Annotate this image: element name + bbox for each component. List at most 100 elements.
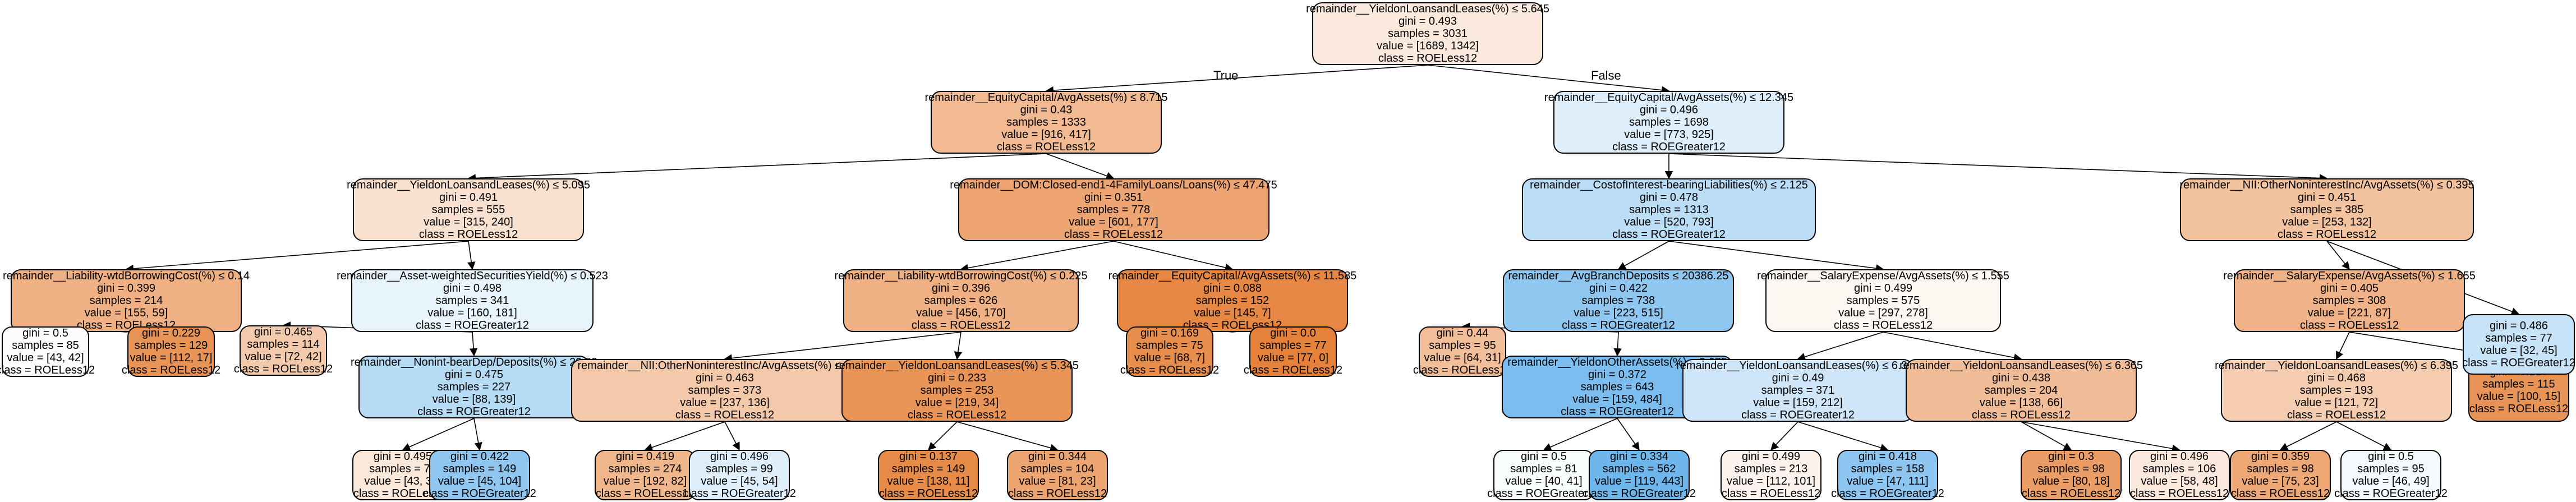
node-split-condition: remainder__YieldonLoansandLeases(%) ≤ 6.… [2215,360,2458,372]
tree-edge [954,331,962,360]
node-value: value = [138, 66] [1979,397,2063,409]
split-node: remainder__SalaryExpense/AvgAssets(%) ≤ … [2223,269,2476,332]
node-class: class = ROELess12 [0,364,95,376]
node-gini: gini = 0.344 [1028,450,1087,463]
tree-edge [1668,153,2328,182]
node-gini: gini = 0.351 [1084,191,1143,204]
node-value: value = [297, 278] [1838,307,1928,319]
node-split-condition: remainder__CostofInterest-bearingLiabili… [1530,179,1808,191]
node-value: value = [64, 31] [1424,352,1501,364]
node-class: class = ROEGreater12 [1583,487,1696,500]
node-samples: samples = 158 [1851,463,1925,475]
node-value: value = [155, 59] [84,307,168,319]
tree-edge [1046,153,1115,180]
node-gini: gini = 0.399 [97,282,155,294]
node-value: value = [43, 42] [7,352,84,364]
node-value: value = [1689, 1342] [1377,40,1479,52]
node-class: class = ROEGreater12 [1831,487,1944,500]
node-value: value = [160, 181] [427,307,517,319]
node-samples: samples = 3031 [1388,27,1468,40]
split-node: remainder__NII:OtherNoninterestInc/AvgAs… [2179,178,2474,241]
node-class: class = ROEGreater12 [1487,487,1600,500]
node-class: class = ROELess12 [2230,487,2330,500]
tree-edge [1668,241,1884,273]
node-samples: samples = 114 [247,338,320,351]
node-class: class = ROELess12 [418,228,518,241]
node-class: class = ROELess12 [1120,364,1220,376]
tree-edge [2279,421,2337,450]
node-samples: samples = 99 [706,463,773,475]
node-gini: gini = 0.496 [2150,450,2209,463]
node-split-condition: remainder__Asset-weightedSecuritiesYield… [337,270,608,282]
node-gini: gini = 0.0 [1270,327,1316,339]
node-value: value = [32, 45] [2480,344,2557,357]
node-samples: samples = 129 [134,339,208,352]
node-samples: samples = 562 [1602,463,1676,475]
node-class: class = ROELess12 [1833,319,1933,331]
tree-edge [469,331,478,357]
node-split-condition: remainder__YieldonLoansandLeases(%) ≤ 6.… [1676,360,1920,372]
node-gini: gini = 0.465 [254,326,312,338]
node-samples: samples = 308 [2312,294,2386,307]
node-class: class = ROEGreater12 [416,319,529,331]
node-value: value = [45, 54] [701,475,778,487]
node-class: class = ROELess12 [911,319,1011,331]
node-value: value = [112, 101] [1726,475,1816,487]
node-value: value = [45, 104] [438,475,522,487]
node-split-condition: remainder__EquityCapital/AvgAssets(%) ≤ … [924,91,1168,104]
split-node: remainder__Liability-wtdBorrowingCost(%)… [3,269,250,332]
node-class: class = ROEGreater12 [1561,406,1674,418]
node-gini: gini = 0.495 [374,450,432,463]
node-samples: samples = 98 [2037,463,2105,475]
node-split-condition: remainder__Liability-wtdBorrowingCost(%)… [834,270,1088,282]
node-samples: samples = 98 [2247,463,2314,475]
node-class: class = ROELess12 [1064,228,1163,241]
node-samples: samples = 1313 [1629,204,1709,216]
node-gini: gini = 0.486 [2490,320,2548,332]
node-gini: gini = 0.5 [1521,450,1567,463]
node-class: class = ROELess12 [675,409,775,421]
node-value: value = [221, 87] [2307,307,2391,319]
node-gini: gini = 0.359 [2251,450,2310,463]
node-value: value = [72, 42] [245,351,322,363]
node-gini: gini = 0.405 [2320,282,2379,294]
node-gini: gini = 0.233 [928,372,986,384]
tree-edge [1543,418,1618,451]
node-class: class = ROELess12 [2129,487,2229,500]
split-node: remainder__SalaryExpense/AvgAssets(%) ≤ … [1757,269,2009,332]
node-gini: gini = 0.49 [1772,372,1824,384]
node-split-condition: remainder__AvgBranchDeposits ≤ 20386.25 [1508,270,1729,282]
split-node: remainder__Nonint-bearDep/Deposits(%) ≤ … [351,356,597,418]
node-gini: gini = 0.169 [1140,327,1199,339]
node-gini: gini = 0.43 [1020,104,1073,116]
split-node: remainder__YieldonLoansandLeases(%) ≤ 5.… [347,178,590,241]
node-samples: samples = 152 [1195,294,1269,307]
node-gini: gini = 0.088 [1203,282,1262,294]
node-samples: samples = 738 [1581,294,1655,307]
tree-edge [1617,241,1669,270]
node-value: value = [138, 11] [887,475,970,487]
node-gini: gini = 0.5 [22,327,68,339]
node-samples: samples = 626 [924,294,998,307]
split-node: remainder__Asset-weightedSecuritiesYield… [337,269,608,332]
split-node: remainder__YieldonLoansandLeases(%) ≤ 6.… [1899,359,2143,422]
node-class: class = ROELess12 [2287,409,2386,421]
node-value: value = [315, 240] [424,216,513,228]
edge-label-true: True [1213,68,1239,82]
tree-edge [467,241,476,270]
tree-edge [927,421,958,451]
node-class: class = ROELess12 [2469,403,2569,415]
node-samples: samples = 115 [2482,378,2555,390]
node-class: class = ROELess12 [233,363,333,375]
node-class: class = ROELess12 [1378,52,1478,65]
node-value: value = [119, 443] [1594,475,1684,487]
tree-edge [125,241,469,273]
